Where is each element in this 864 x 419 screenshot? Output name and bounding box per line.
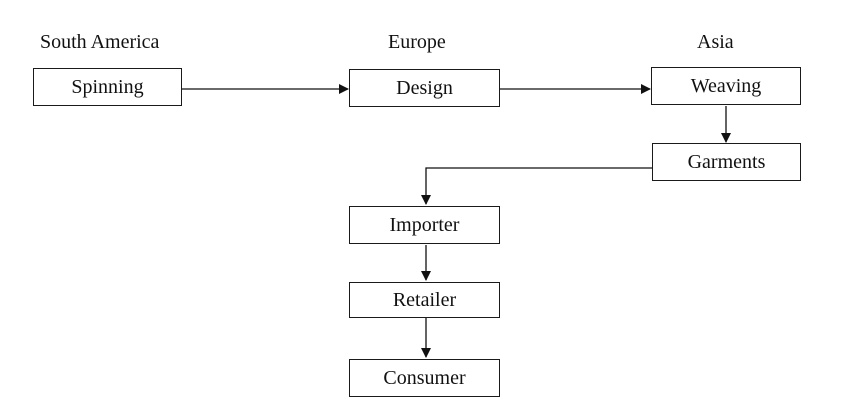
node-retailer: Retailer (349, 282, 500, 318)
node-weaving: Weaving (651, 67, 801, 105)
region-label-south-america: South America (40, 31, 160, 53)
region-label-europe: Europe (388, 31, 446, 53)
node-spinning: Spinning (33, 68, 182, 106)
node-garments: Garments (652, 143, 801, 181)
node-design: Design (349, 69, 500, 107)
arrow-garments-to-importer (421, 167, 652, 205)
node-importer: Importer (349, 206, 500, 244)
region-label-asia: Asia (697, 31, 734, 53)
node-consumer: Consumer (349, 359, 500, 397)
